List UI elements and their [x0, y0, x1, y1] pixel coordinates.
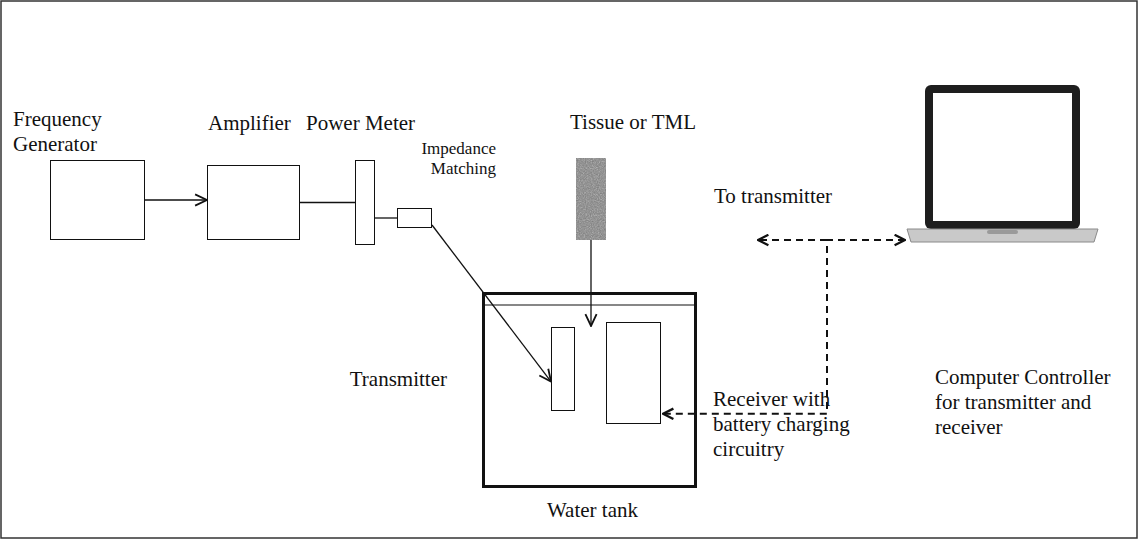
- signal-connector: [375, 217, 397, 218]
- signal-connector: [300, 202, 355, 203]
- signal-connector: [432, 225, 551, 382]
- tissue-ground: [576, 158, 606, 240]
- node-label: Power Meter: [306, 111, 436, 136]
- laptop-drawing: [905, 85, 1100, 245]
- laptop-bezel: [925, 85, 1080, 229]
- transmitter-box: Transmitter: [551, 327, 575, 411]
- node-label: Amplifier: [208, 111, 303, 136]
- node-label: Tissue or TML: [570, 110, 710, 135]
- power-meter-box: Power Meter: [355, 160, 375, 245]
- laptop-notch: [987, 230, 1018, 234]
- tissue-sample: Tissue or TML: [576, 158, 606, 240]
- laptop-computer: Computer Controller for transmitter and …: [905, 85, 1100, 245]
- node-label: Receiver with battery charging circuitry: [713, 387, 893, 463]
- water-line: [485, 304, 694, 305]
- tissue-grain: [576, 158, 606, 240]
- impedance-box: Impedance Matching: [397, 208, 432, 228]
- node-label: Impedance Matching: [394, 139, 496, 180]
- amplifier-box: Amplifier: [207, 165, 300, 240]
- generator-box: Frequency Generator: [50, 160, 145, 240]
- signal-connector: [145, 199, 207, 200]
- receiver-box: Receiver with battery charging circuitry: [606, 322, 661, 424]
- tissue-texture: [576, 158, 606, 240]
- node-label: Water tank: [485, 498, 700, 523]
- dashed-branch: [758, 239, 827, 241]
- node-label: Transmitter: [317, 367, 447, 392]
- signal-connector: [590, 240, 591, 326]
- laptop-base: [907, 229, 1098, 242]
- water-tank: Water tankTransmitterReceiver with batte…: [482, 292, 697, 488]
- laptop-screen: [933, 93, 1072, 221]
- node-label: Computer Controller for transmitter and …: [935, 365, 1120, 441]
- node-label: Frequency Generator: [13, 107, 173, 157]
- free-label: To transmitter: [714, 184, 832, 209]
